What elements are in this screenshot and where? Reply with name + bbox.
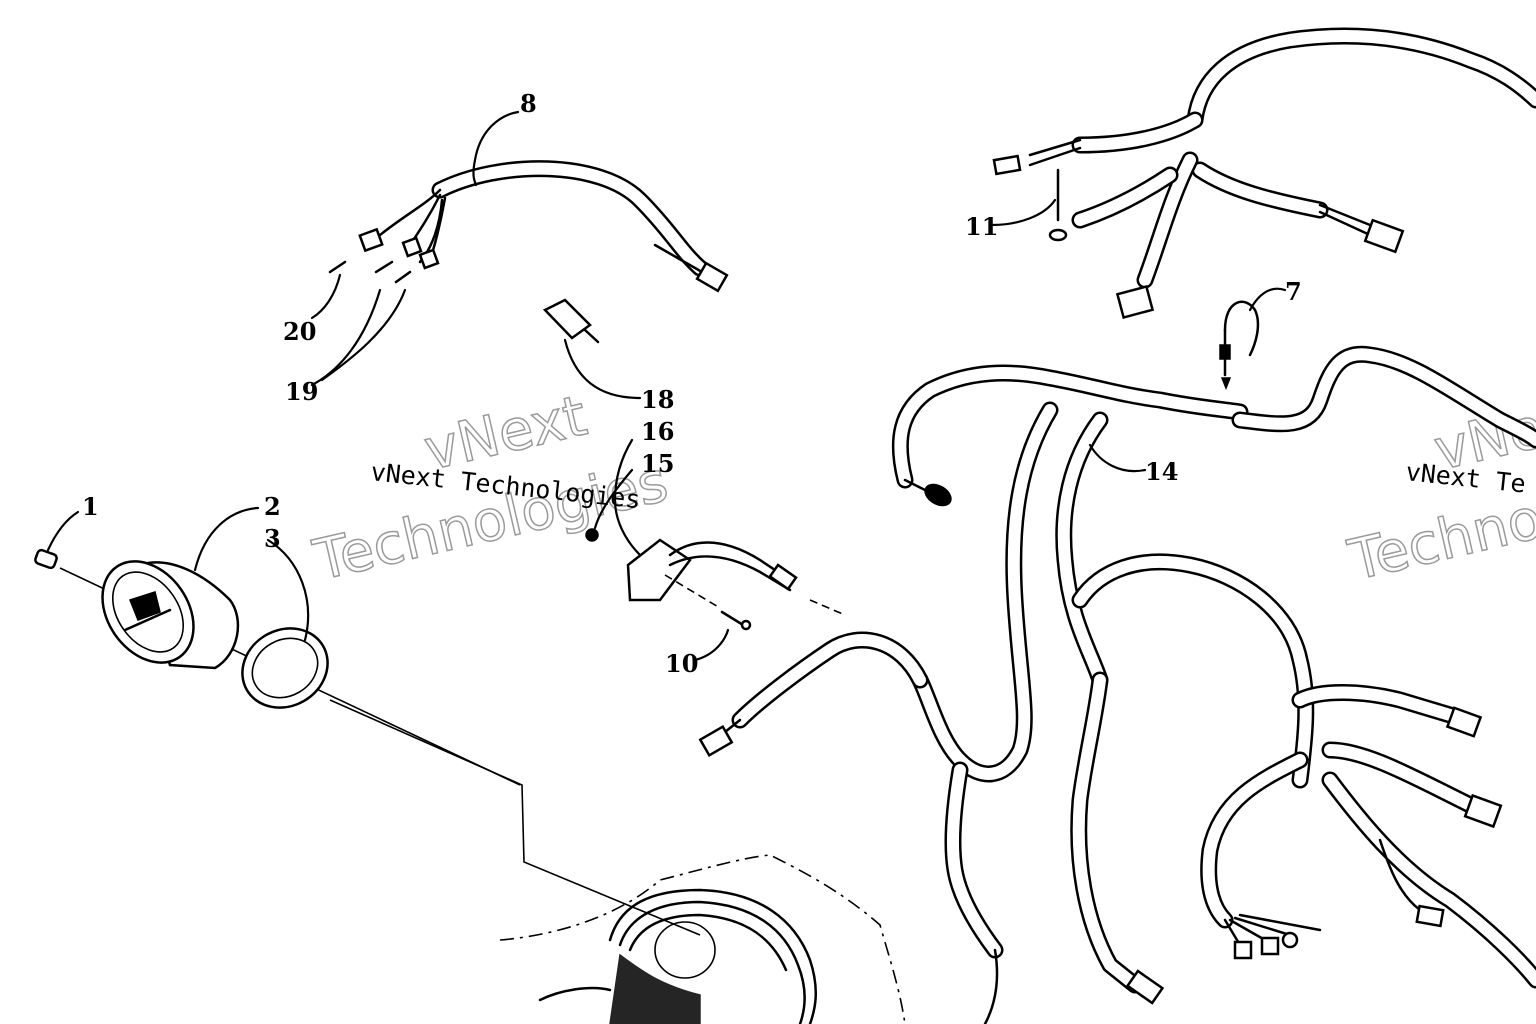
callout-18: 18: [641, 385, 674, 414]
jumper-part-7: [1219, 300, 1260, 391]
callout-1: 1: [82, 492, 99, 521]
harness-part-8: [328, 160, 729, 293]
callout-8: 8: [520, 89, 537, 118]
switch-part-15: [626, 538, 692, 602]
switch-assembly: [585, 528, 846, 631]
upper-harness: [992, 27, 1536, 320]
callout-2: 2: [264, 492, 281, 521]
callout-10: 10: [665, 649, 698, 678]
callout-3: 3: [264, 524, 281, 553]
callout-16: 16: [641, 417, 674, 446]
callout-14: 14: [1145, 457, 1178, 486]
dash-housing: [499, 854, 906, 1024]
callout-19: 19: [285, 377, 318, 406]
bezel-ring-part-3: [241, 627, 329, 709]
callout-leaders: [46, 110, 1287, 662]
bulb-part-18: [542, 298, 600, 344]
callout-labels: 8 20 19 18 16 15 1 2 3 10 11 14 7: [82, 89, 1302, 678]
watermark-left: vNext Technologies vNext Technologies: [307, 383, 675, 595]
callout-7: 7: [1285, 277, 1302, 306]
watermark-right-big-bottom: Techno: [1343, 486, 1536, 593]
bulb-part-1: [34, 548, 58, 570]
knob-part-16: [585, 528, 599, 542]
main-harness-part-14: [698, 345, 1536, 1024]
gauge-assembly: [34, 548, 701, 936]
callout-15: 15: [641, 449, 674, 478]
callout-20: 20: [283, 317, 316, 346]
callout-11: 11: [965, 212, 998, 241]
